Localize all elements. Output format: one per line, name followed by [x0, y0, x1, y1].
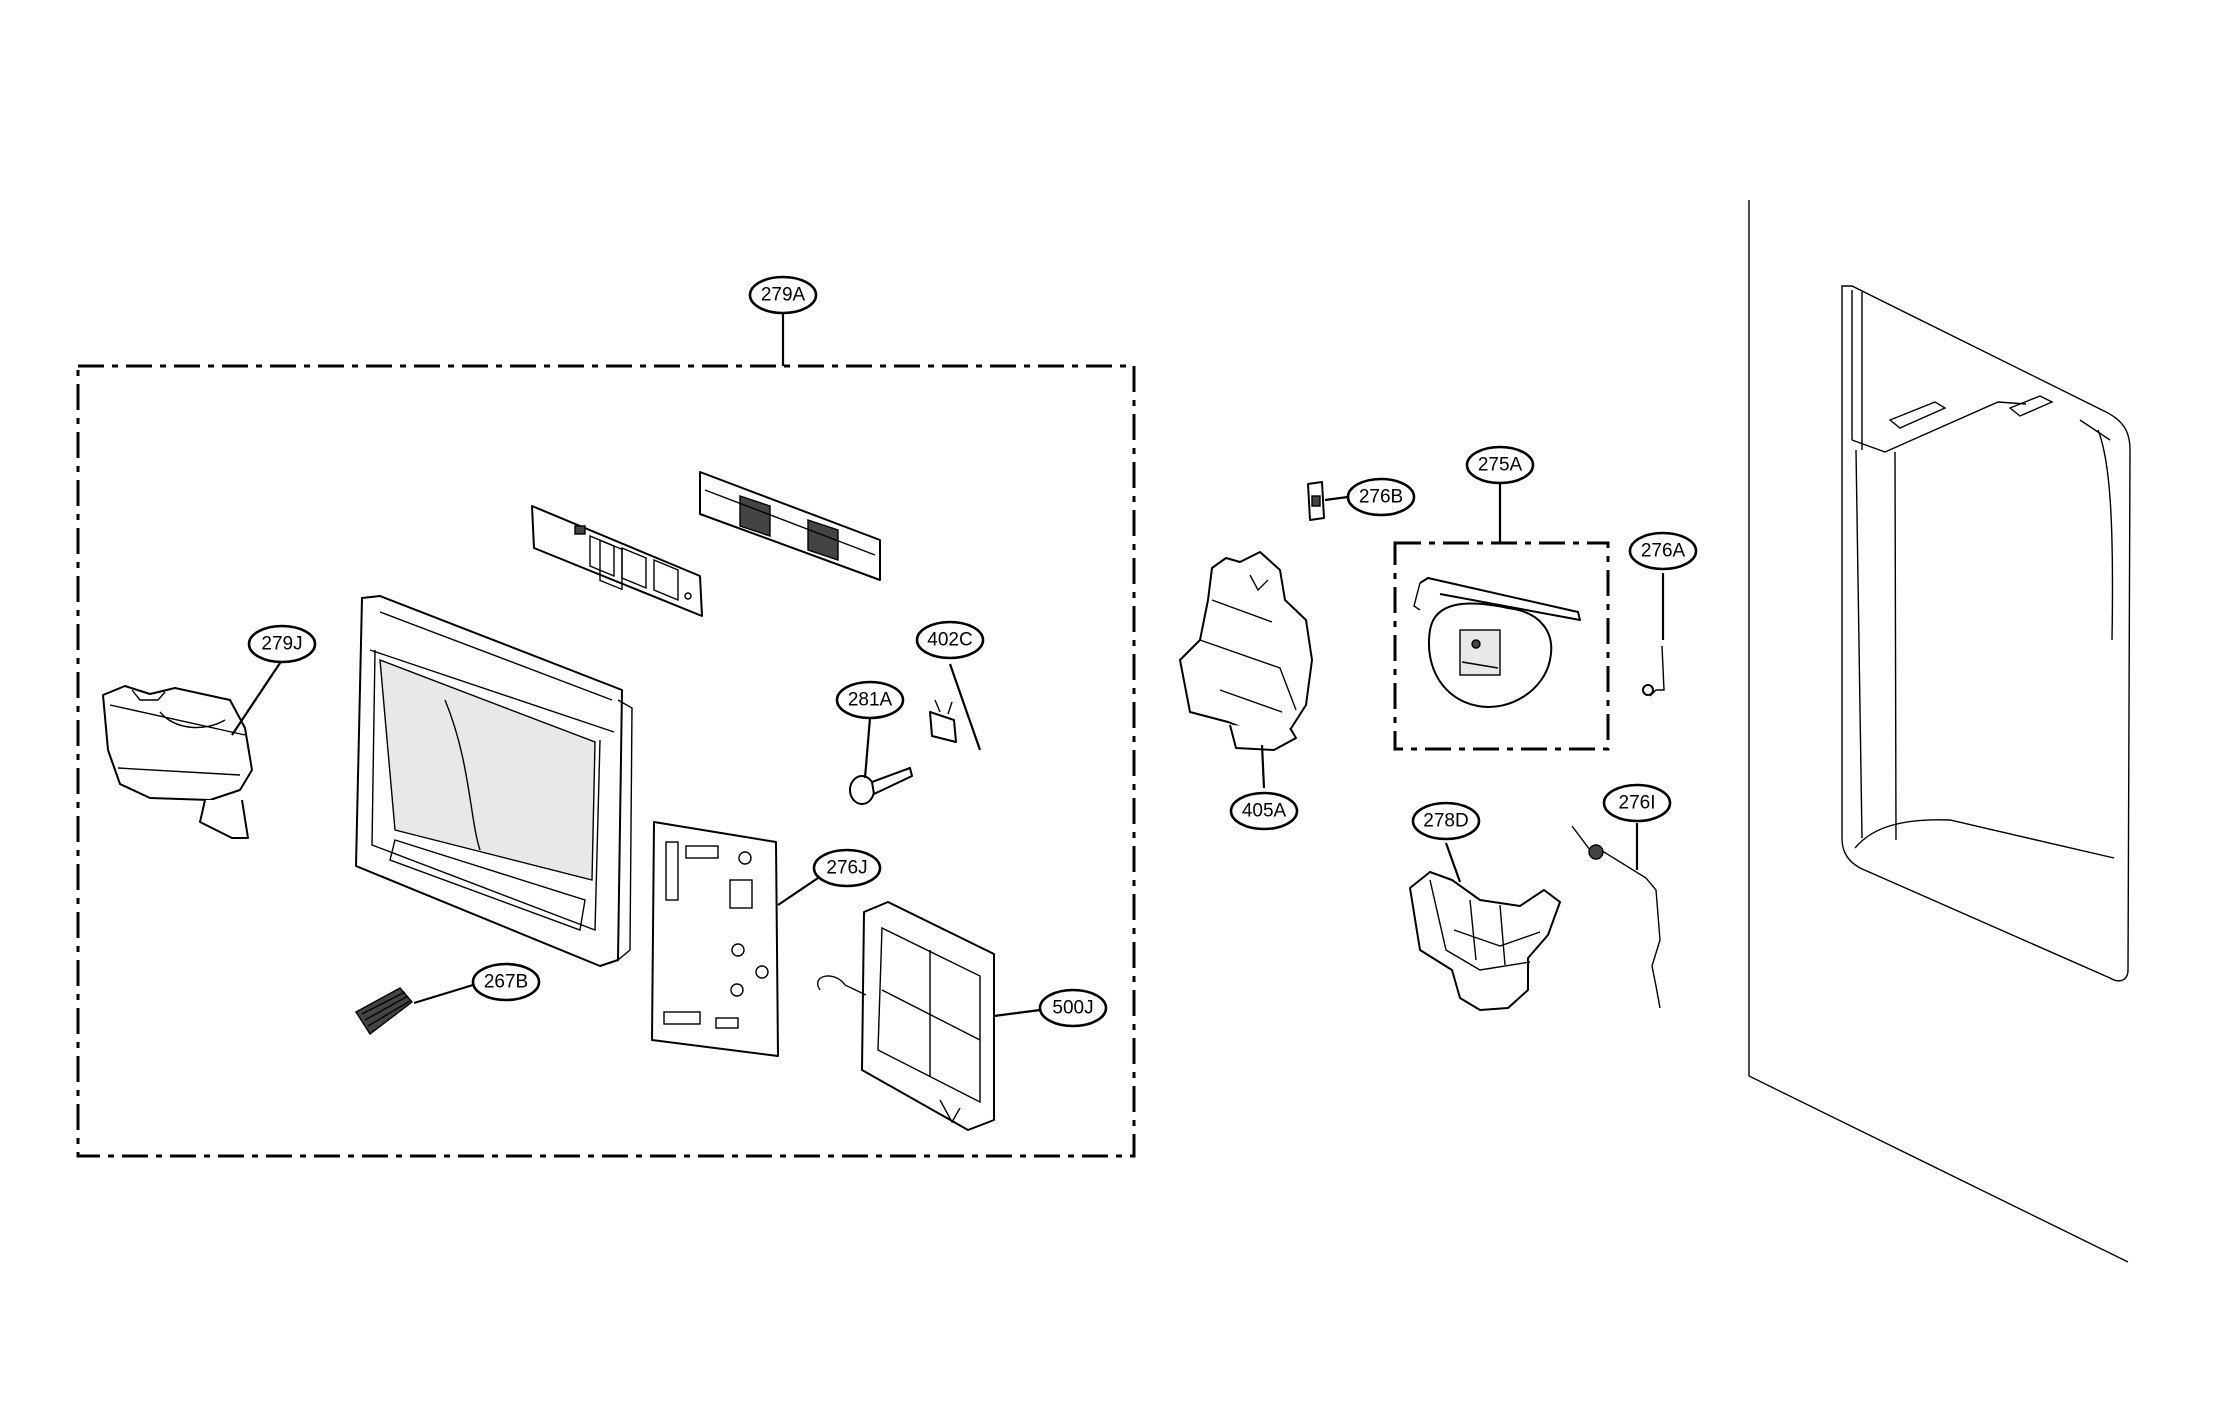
- leader-276b: [1324, 495, 1349, 502]
- callout-276b: 276B: [1346, 477, 1416, 517]
- part-276i-wire[interactable]: [1571, 825, 1661, 1009]
- leader-500j: [993, 1008, 1041, 1018]
- callout-label-279j: 279J: [261, 634, 302, 655]
- part-276b-clip[interactable]: [1307, 481, 1325, 521]
- part-279j-chute-flap[interactable]: [102, 685, 253, 839]
- callout-276i: 276I: [1602, 783, 1672, 823]
- dispenser-frame: [355, 595, 633, 967]
- callout-label-276a: 276A: [1641, 541, 1686, 562]
- callout-267b: 267B: [471, 962, 541, 1002]
- callout-label-276j: 276J: [826, 858, 867, 879]
- refrigerator-door-outline: [1748, 200, 2131, 1263]
- leader-405a: [1260, 744, 1266, 789]
- callout-label-279a: 279A: [761, 285, 806, 306]
- callout-276j: 276J: [812, 848, 882, 888]
- leader-279j: [231, 659, 283, 736]
- leader-281a: [863, 717, 872, 779]
- callout-label-281a: 281A: [848, 690, 893, 711]
- control-panel-board-front: [531, 505, 703, 617]
- callout-281a: 281A: [835, 680, 905, 720]
- part-402c-micro-switch[interactable]: [929, 699, 957, 743]
- callout-label-278d: 278D: [1423, 811, 1468, 832]
- callout-label-276b: 276B: [1359, 487, 1403, 508]
- callout-label-267b: 267B: [484, 972, 528, 993]
- control-panel-board-rear: [699, 471, 881, 581]
- part-276a-spring[interactable]: [1642, 645, 1665, 697]
- assembly-275a-group-box: [1393, 541, 1610, 751]
- callout-279a: 279A: [748, 275, 818, 315]
- callout-label-275a: 275A: [1478, 455, 1523, 476]
- leader-276j: [777, 877, 819, 906]
- part-278d-ice-guide[interactable]: [1409, 871, 1561, 1011]
- callout-278d: 278D: [1411, 801, 1481, 841]
- callout-402c: 402C: [915, 620, 985, 660]
- callout-label-500j: 500J: [1052, 998, 1093, 1019]
- part-275a-ice-door[interactable]: [1413, 577, 1581, 708]
- part-500j-pcb-cover[interactable]: [817, 901, 995, 1131]
- part-281a-lever[interactable]: [849, 767, 913, 805]
- callout-label-276i: 276I: [1619, 793, 1656, 814]
- part-267b-spring[interactable]: [355, 987, 414, 1036]
- leader-267b: [413, 983, 474, 1005]
- callout-500j: 500J: [1038, 988, 1108, 1028]
- callout-276a: 276A: [1628, 531, 1698, 571]
- part-405a-actuator[interactable]: [1179, 551, 1313, 751]
- leader-402c: [948, 663, 982, 751]
- assembly-279a-group-box: [76, 364, 1136, 1158]
- part-276j-pcb[interactable]: [651, 821, 779, 1057]
- callout-label-405a: 405A: [1242, 801, 1287, 822]
- leader-278d: [1444, 842, 1462, 883]
- callout-label-402c: 402C: [927, 630, 972, 651]
- callout-405a: 405A: [1229, 791, 1299, 831]
- callout-279j: 279J: [247, 624, 317, 664]
- callout-275a: 275A: [1465, 445, 1535, 485]
